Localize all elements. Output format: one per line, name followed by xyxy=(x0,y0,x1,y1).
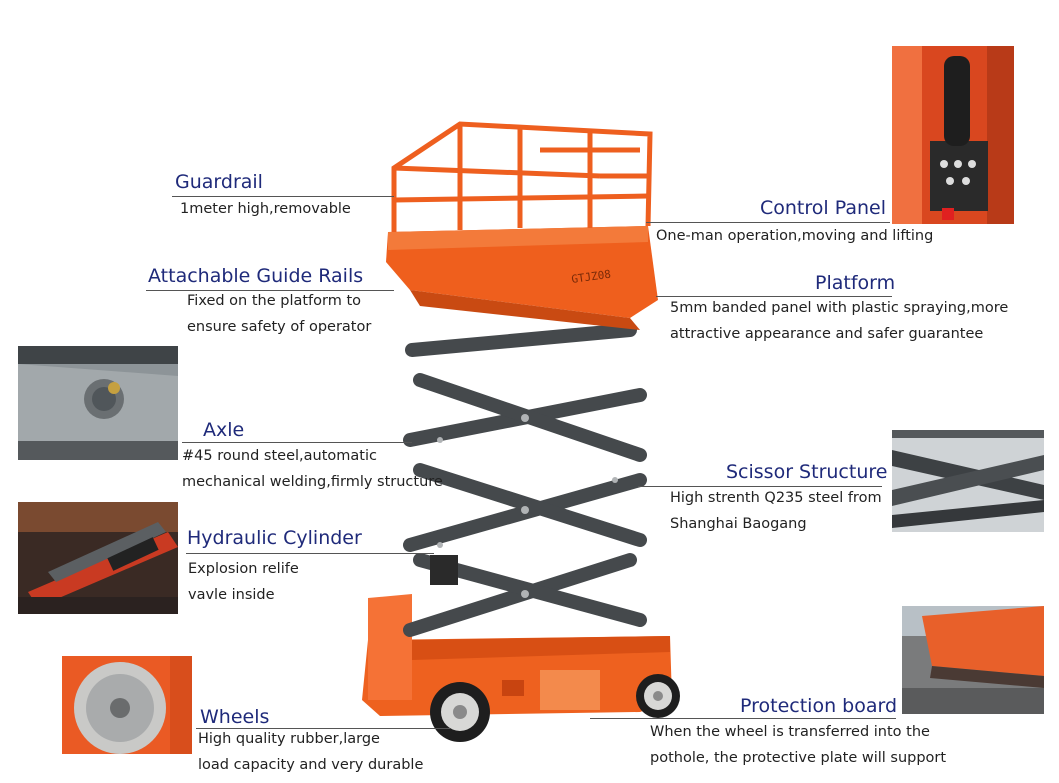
hydraulic-title: Hydraulic Cylinder xyxy=(187,527,362,549)
protection-leader xyxy=(590,718,896,719)
hydraulic-cylinder-photo xyxy=(18,502,178,614)
model-label: GTJZ08 xyxy=(571,268,612,286)
scissor-desc-line-1: High strenth Q235 steel from xyxy=(670,490,882,506)
guide-rails-title: Attachable Guide Rails xyxy=(148,265,364,287)
wheel-photo xyxy=(62,656,192,754)
wheels-leader xyxy=(196,728,450,729)
protection-desc-line-1: When the wheel is transferred into the xyxy=(650,724,930,740)
guide-rails-leader xyxy=(146,290,394,291)
scissor-desc-line-2: Shanghai Baogang xyxy=(670,516,807,532)
hydraulic-leader xyxy=(186,553,434,554)
control-panel-leader xyxy=(646,222,890,223)
axle-photo xyxy=(18,346,178,460)
scissor-leader xyxy=(638,486,882,487)
guide-rails-desc-line-2: ensure safety of operator xyxy=(187,319,372,335)
axle-desc-line-1: #45 round steel,automatic xyxy=(182,448,377,464)
platform-leader xyxy=(656,296,892,297)
axle-desc-line-2: mechanical welding,firmly structure xyxy=(182,474,443,490)
guardrail-frame xyxy=(391,121,653,232)
control-panel-photo xyxy=(892,46,1014,224)
control-panel-desc-line-1: One-man operation,moving and lifting xyxy=(656,228,934,244)
wheels-title: Wheels xyxy=(200,706,270,728)
guardrail-title: Guardrail xyxy=(175,171,263,193)
wheels-desc-line-1: High quality rubber,large xyxy=(198,731,380,747)
axle-title: Axle xyxy=(203,419,245,441)
guide-rails-desc-line-1: Fixed on the platform to xyxy=(187,293,362,309)
scissor-title: Scissor Structure xyxy=(726,461,888,483)
platform-desc-line-1: 5mm banded panel with plastic spraying,m… xyxy=(670,300,1009,316)
control-panel-title: Control Panel xyxy=(760,197,886,219)
hydraulic-desc-line-2: vavle inside xyxy=(188,587,275,603)
protection-board-photo xyxy=(902,606,1044,714)
guardrail-desc-line-1: 1meter high,removable xyxy=(180,201,351,217)
protection-title: Protection board xyxy=(740,695,898,717)
hydraulic-cylinder-body xyxy=(430,555,458,585)
platform-desc-line-2: attractive appearance and safer guarante… xyxy=(670,326,984,342)
guardrail-leader xyxy=(172,196,394,197)
hydraulic-desc-line-1: Explosion relife xyxy=(188,561,299,577)
scissor-structure-photo xyxy=(892,430,1044,532)
platform-deck xyxy=(386,226,658,318)
wheels-desc-line-2: load capacity and very durable xyxy=(198,757,424,773)
axle-leader xyxy=(182,442,412,443)
protection-desc-line-2: pothole, the protective plate will suppo… xyxy=(650,750,947,766)
platform-title: Platform xyxy=(815,272,896,294)
